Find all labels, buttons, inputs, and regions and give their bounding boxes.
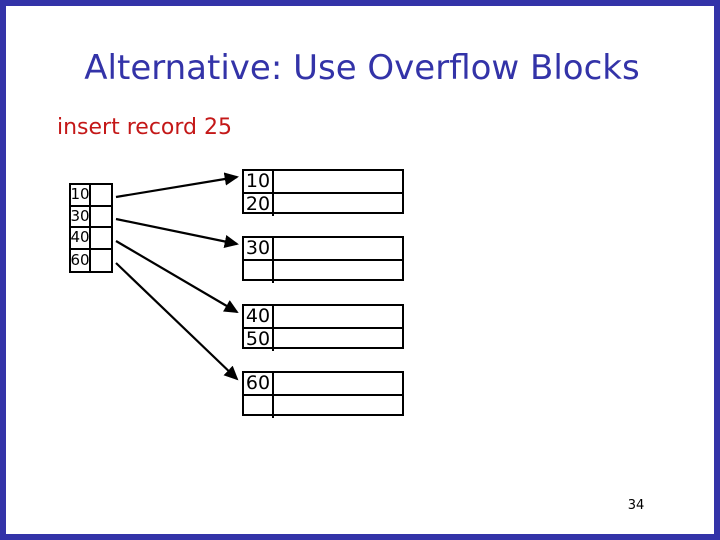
data-row	[244, 395, 402, 418]
data-key-cell	[244, 395, 274, 418]
index-row: 10	[70, 185, 111, 207]
page-number: 34	[627, 498, 645, 513]
data-row: 10	[244, 171, 402, 194]
data-block-3: 40 50	[242, 304, 404, 351]
pointer-arrow-3	[115, 240, 239, 314]
sparse-index-block: 10 30 40 60	[69, 183, 113, 273]
data-key-cell: 20	[244, 193, 274, 216]
data-key-cell: 10	[244, 171, 274, 192]
data-row: 20	[244, 193, 402, 216]
index-key-cell: 40	[70, 228, 91, 248]
data-row: 40	[244, 306, 402, 329]
pointer-arrow-2	[115, 217, 239, 248]
index-key-cell: 10	[70, 185, 91, 205]
data-row: 60	[244, 373, 402, 396]
index-row: 30	[70, 206, 111, 228]
data-block-1: 10 20	[242, 169, 404, 216]
data-row	[244, 260, 402, 283]
slide-content: Alternative: Use Overflow Blocks insert …	[6, 6, 714, 534]
index-key-cell: 30	[70, 206, 91, 226]
index-key-cell: 60	[70, 249, 91, 271]
index-row: 40	[70, 228, 111, 250]
data-key-cell: 50	[244, 328, 274, 351]
operation-label: insert record 25	[57, 115, 232, 140]
data-key-cell	[244, 260, 274, 283]
page-title: Alternative: Use Overflow Blocks	[84, 48, 640, 88]
data-row: 50	[244, 328, 402, 351]
data-block-2: 30	[242, 236, 404, 283]
pointer-arrow-1	[115, 172, 239, 199]
data-key-cell: 40	[244, 306, 274, 327]
pointer-arrow-4	[115, 262, 239, 381]
data-key-cell: 30	[244, 238, 274, 259]
data-block-4: 60	[242, 371, 404, 418]
data-key-cell: 60	[244, 373, 274, 394]
data-row: 30	[244, 238, 402, 261]
index-row: 60	[70, 249, 111, 271]
